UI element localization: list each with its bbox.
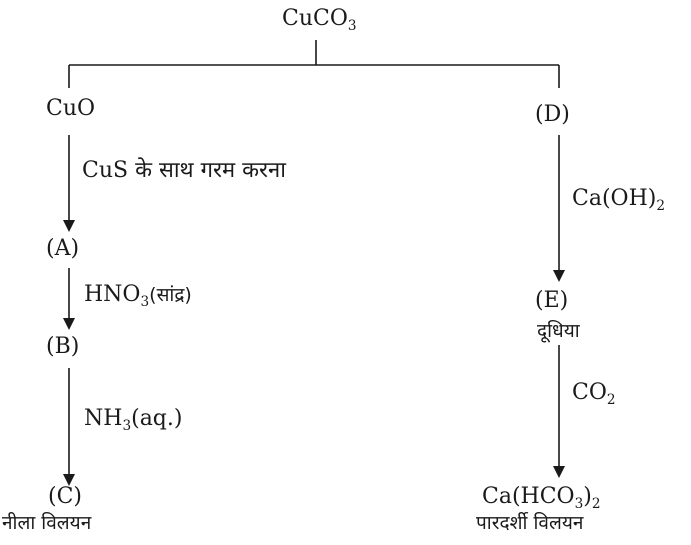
node-d: (D)	[535, 102, 570, 127]
node-c: (C)	[48, 484, 82, 509]
step-co2: CO2	[572, 380, 616, 408]
node-a: (A)	[46, 236, 80, 261]
node-e: (E)	[535, 288, 569, 313]
note-transparent-solution: पारदर्शी विलयन	[476, 512, 584, 534]
arrowhead-cuo-to-a	[63, 220, 75, 232]
arrowhead-d-to-e	[553, 270, 565, 282]
arrowhead-a-to-b	[63, 318, 75, 330]
arrowhead-e-to-product	[553, 466, 565, 478]
step-nh3: NH3(aq.)	[84, 406, 183, 434]
step-caoh2: Ca(OH)2	[572, 186, 666, 214]
arrowhead-b-to-c	[63, 474, 75, 486]
step-heat-with-cus: CuS के साथ गरम करना	[82, 158, 286, 183]
node-cuo: CuO	[46, 96, 96, 121]
node-b: (B)	[46, 334, 80, 359]
step-hno3: HNO3(सांद्र)	[84, 282, 192, 310]
root-node: CuCO3	[282, 6, 357, 34]
note-blue-solution: नीला विलयन	[2, 512, 92, 534]
note-milky: दूधिया	[537, 320, 580, 342]
node-calcium-bicarbonate: Ca(HCO3)2	[482, 484, 601, 512]
